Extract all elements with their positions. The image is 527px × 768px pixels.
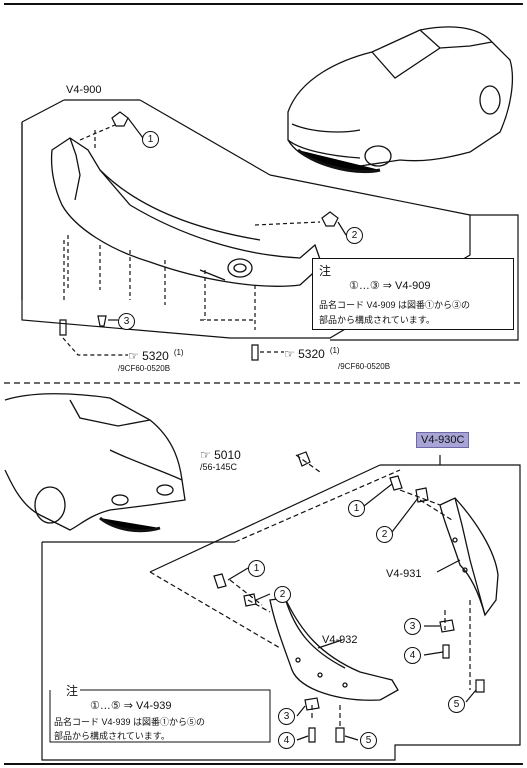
group-label-upper: V4-900 [66, 84, 102, 96]
front-bumper-shape [50, 137, 323, 287]
ref-qty: (1) [173, 348, 184, 357]
car-rear-sketch [4, 393, 186, 533]
callout-4-lower-right: 4 [404, 647, 421, 664]
callout-2-lower-right: 2 [376, 526, 393, 543]
note-box-lower: 注 ①…⑤ ⇒ V4-939 品名コード V4-939 は図番①から⑤の 部品か… [50, 680, 272, 742]
callout-5-lower-bottom: 5 [360, 732, 377, 749]
ref-5010[interactable]: ☞ 5010 [200, 448, 241, 462]
note-heading: 注 [319, 264, 332, 278]
callout-1-lower-left: 1 [248, 560, 265, 577]
callout-4-lower-bottom: 4 [278, 732, 295, 749]
ref-code: 5320 [298, 347, 325, 361]
ref-part-5010: /56-145C [200, 462, 238, 472]
callout-3-upper: 3 [118, 313, 135, 330]
note-formula: ①…③ ⇒ V4-909 [349, 280, 431, 292]
ref-part-right: /9CF60-0520B [338, 362, 391, 371]
note-formula: ①…⑤ ⇒ V4-939 [90, 700, 172, 712]
sub-label-v4-931: V4-931 [386, 568, 422, 580]
callout-2-upper: 2 [346, 227, 363, 244]
pointing-hand-icon: ☞ [284, 347, 295, 361]
note-text-line-1: 品名コード V4-909 は図番①から③の [319, 300, 471, 310]
ref-right[interactable]: ☞ 5320 (1) [284, 346, 340, 361]
car-front-sketch [287, 26, 513, 174]
callout-5-lower-right: 5 [448, 696, 465, 713]
selected-part-label[interactable]: V4-930C [416, 432, 470, 448]
callout-3-lower-right: 3 [404, 618, 421, 635]
ref-part-left: /9CF60-0520B [118, 364, 171, 373]
mud-flap-left [269, 597, 399, 701]
ref-left[interactable]: ☞ 5320 (1) [128, 348, 184, 363]
pointing-hand-icon: ☞ [128, 349, 139, 363]
mud-flap-right [439, 497, 499, 617]
note-heading: 注 [64, 682, 81, 699]
ref-qty: (1) [329, 346, 340, 355]
ref-code: 5010 [214, 448, 241, 462]
ref-code: 5320 [142, 349, 169, 363]
sub-label-v4-932: V4-932 [322, 634, 358, 646]
callout-2-lower-left: 2 [274, 586, 291, 603]
note-text-line-2: 部品から構成されています。 [319, 315, 435, 325]
callout-3-lower-bottom: 3 [278, 708, 295, 725]
pointing-hand-icon: ☞ [200, 448, 211, 462]
callout-1-lower-right: 1 [348, 500, 365, 517]
note-text-line-1: 品名コード V4-939 は図番①から⑤の [54, 717, 206, 727]
note-text-line-2: 部品から構成されています。 [54, 731, 170, 741]
callout-1-upper: 1 [142, 131, 159, 148]
note-box-upper: 注 ①…③ ⇒ V4-909 品名コード V4-909 は図番①から③の 部品か… [312, 258, 514, 330]
